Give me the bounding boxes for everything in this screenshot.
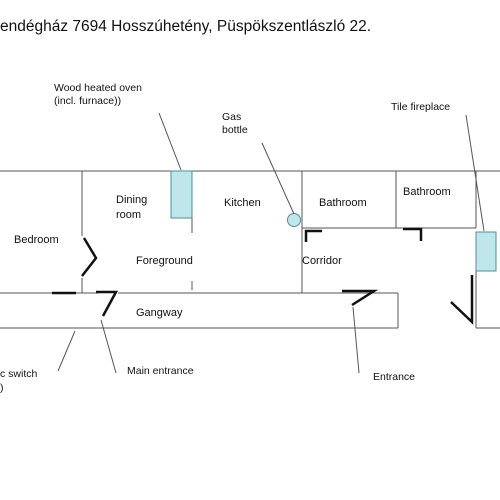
doors	[52, 227, 474, 325]
room-kitchen: Kitchen	[224, 197, 261, 209]
main-entrance-label: Main entrance	[127, 365, 194, 377]
room-bathroom-1: Bathroom	[319, 197, 367, 209]
gas-bottle-fixture	[287, 213, 301, 227]
fireplace-fixture	[475, 231, 497, 272]
oven-label-line1: Wood heated oven	[54, 82, 142, 94]
walls	[0, 170, 500, 329]
bathroom-door	[403, 227, 423, 241]
room-foreground: Foreground	[136, 255, 193, 267]
room-dining-line2: room	[116, 209, 141, 221]
room-bathroom-2: Bathroom	[403, 186, 451, 198]
switch-label-line1: c switch	[0, 368, 38, 380]
oven-fixture	[170, 170, 193, 219]
gas-label-line1: Gas	[222, 111, 241, 123]
oven-label-line2: (incl. furnace))	[54, 95, 121, 107]
entrance-label: Entrance	[373, 371, 415, 383]
room-bedroom: Bedroom	[14, 234, 59, 246]
room-dining-line1: Dining	[116, 194, 147, 206]
room-gangway: Gangway	[136, 307, 183, 319]
switch-label-line2: )	[0, 382, 4, 394]
corridor-door	[304, 229, 322, 242]
plan-title: endégház 7694 Hosszúhetény, Püspökszentl…	[0, 18, 371, 35]
gas-label-line2: bottle	[222, 124, 248, 136]
fireplace-door	[450, 275, 474, 325]
fireplace-label: Tile fireplace	[391, 101, 450, 113]
room-corridor: Corridor	[302, 255, 342, 267]
leader-lines	[57, 112, 485, 374]
main-entrance-door	[96, 290, 119, 317]
entrance-door	[342, 289, 379, 307]
bedroom-door	[81, 237, 98, 277]
